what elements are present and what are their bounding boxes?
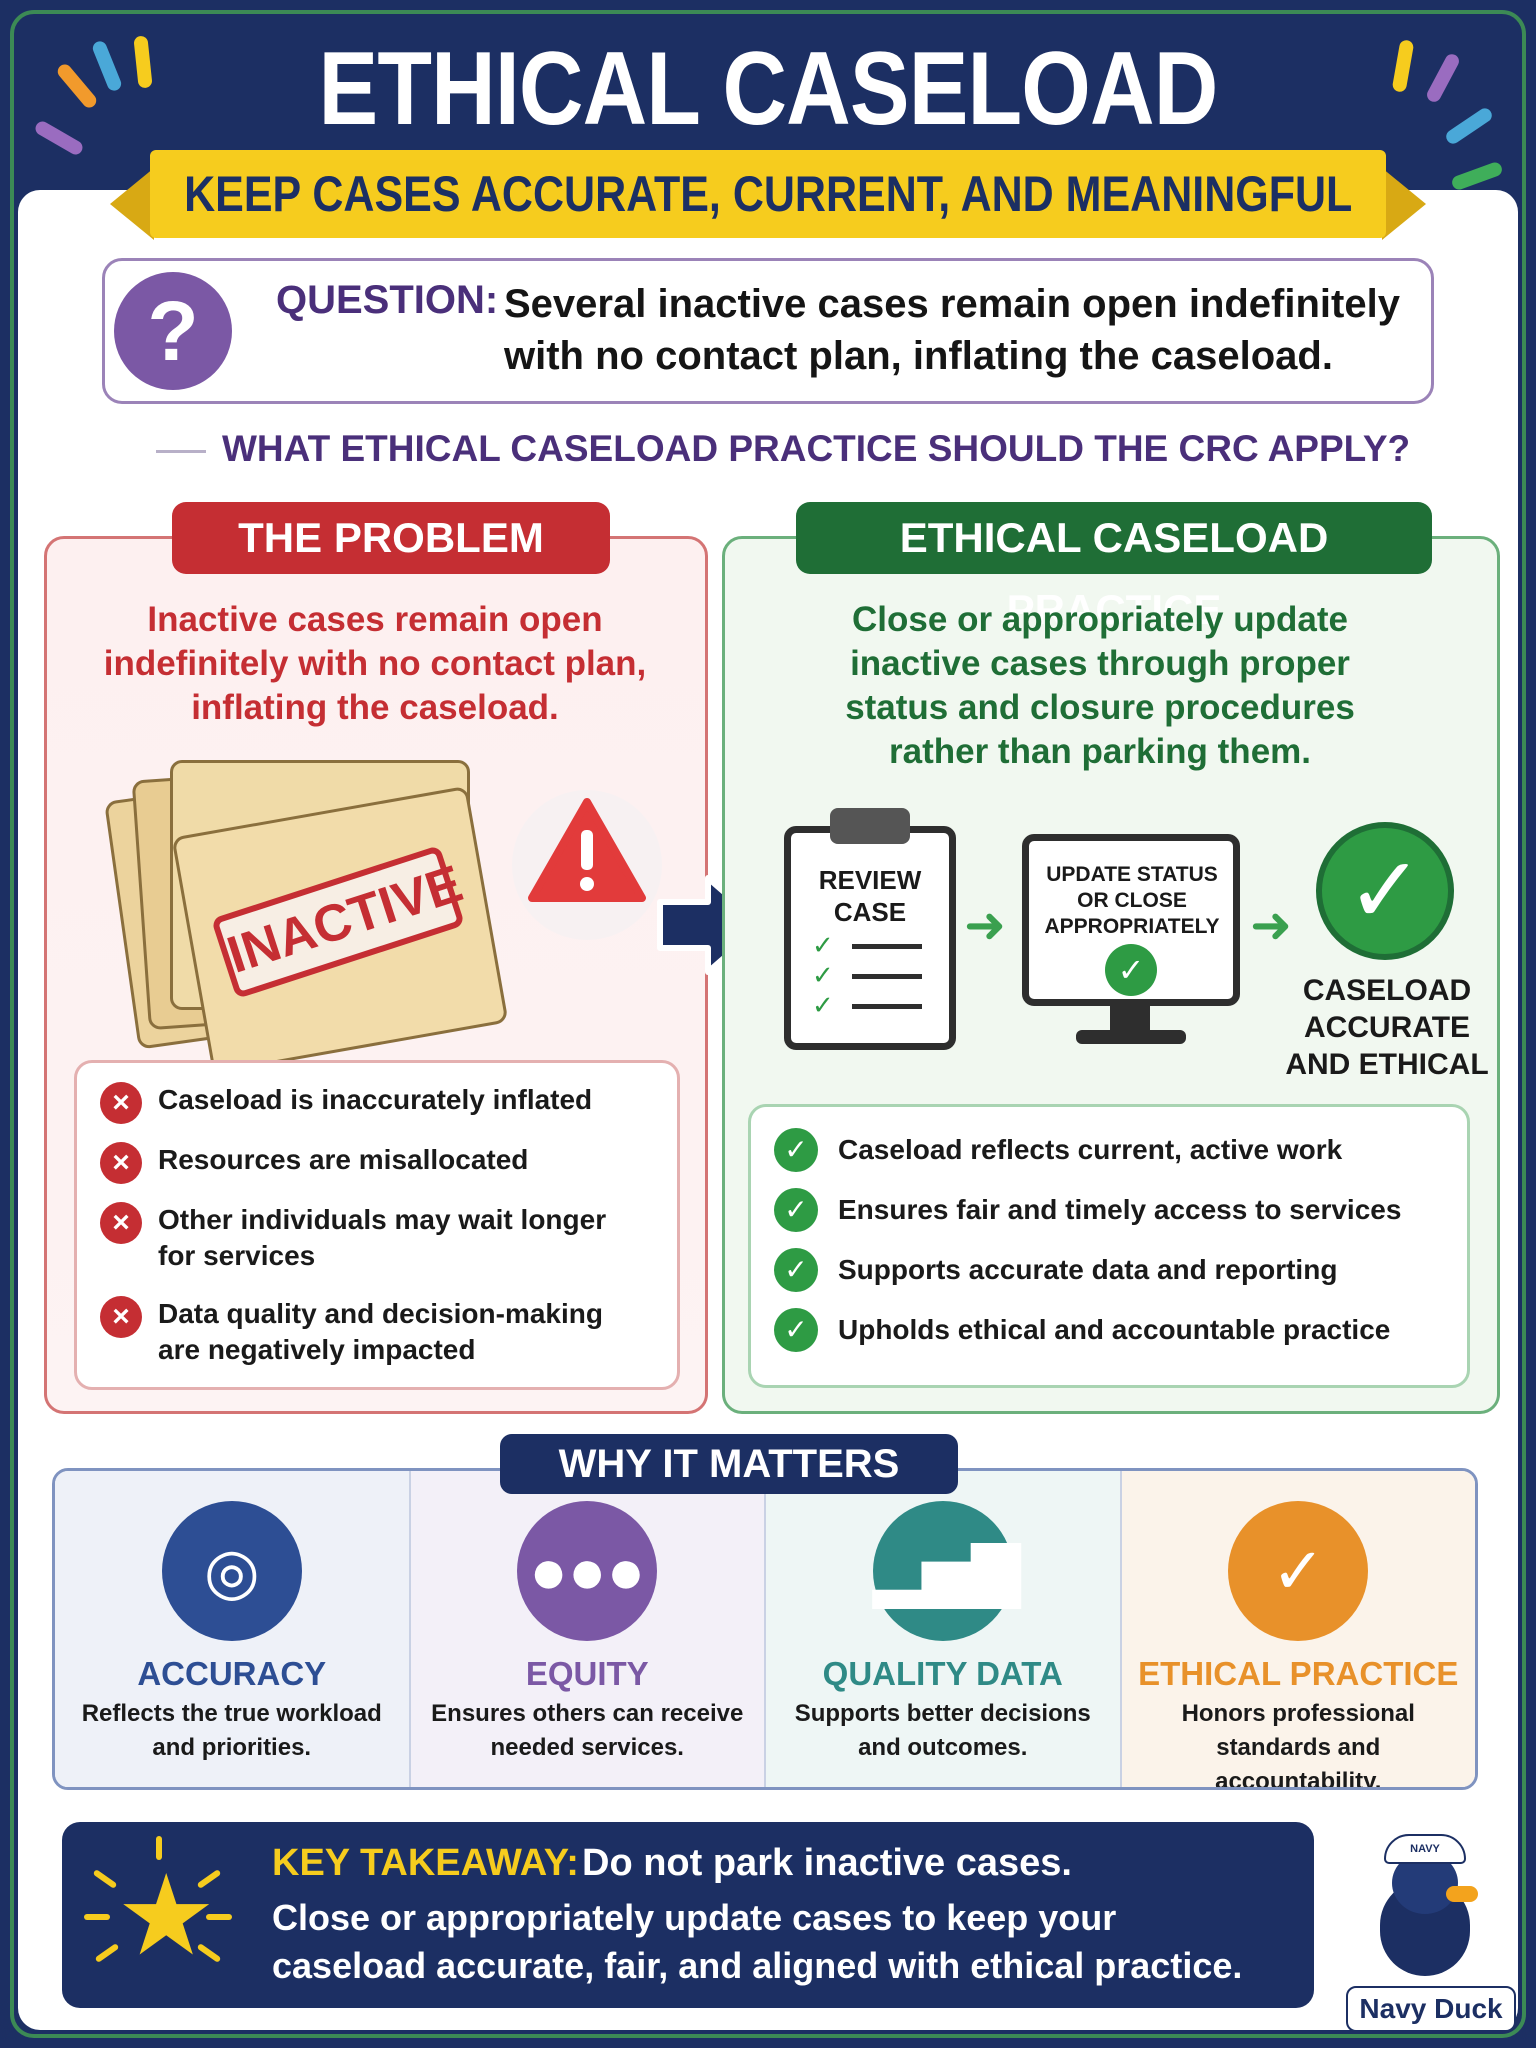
why-description: Reflects the true workload and prioritie… (81, 1700, 382, 1761)
warning-icon (528, 798, 646, 902)
takeaway-text: Close or appropriately update cases to k… (272, 1897, 1243, 1986)
benefit-text: Ensures fair and timely access to servic… (838, 1194, 1402, 1225)
check-circle-icon: ✓ (774, 1188, 818, 1232)
check-circle-icon: ✓ (774, 1248, 818, 1292)
page-subtitle: KEEP CASES ACCURATE, CURRENT, AND MEANIN… (183, 166, 1353, 222)
check-circle-icon: ✓ (774, 1308, 818, 1352)
question-mark-icon: ? (114, 272, 232, 390)
takeaway-label: KEY TAKEAWAY: (272, 1842, 579, 1884)
list-item: × Data quality and decision-making are n… (100, 1296, 628, 1368)
star-ray (84, 1914, 110, 1920)
benefit-text: Supports accurate data and reporting (838, 1254, 1338, 1285)
duck-mascot-icon: NAVY (1370, 1830, 1480, 1980)
consequence-text: Other individuals may wait longer for se… (158, 1204, 607, 1271)
target-icon: ◎ (161, 1501, 302, 1641)
problem-heading: THE PROBLEM (172, 502, 610, 574)
why-description: Supports better decisions and outcomes. (794, 1700, 1091, 1761)
check-circle-icon: ✓ (1105, 944, 1157, 996)
checklist-line (852, 944, 922, 949)
arrow-right-icon: ➜ (964, 897, 1006, 953)
why-title: ACCURACY (137, 1655, 327, 1692)
why-description: Honors professional standards and accoun… (1181, 1700, 1415, 1790)
prompt-divider (156, 450, 206, 453)
question-label: QUESTION: (276, 278, 499, 322)
check-icon: ✓ (812, 930, 834, 960)
check-circle-icon: ✓ (1316, 822, 1454, 960)
why-title: EQUITY (525, 1655, 649, 1692)
check-circle-icon: ✓ (774, 1128, 818, 1172)
problem-description: Inactive cases remain open indefinitely … (103, 600, 647, 727)
why-item-quality-data: ▂▅▇ QUALITY DATA Supports better decisio… (766, 1471, 1122, 1787)
ribbon-tail-right (1382, 168, 1426, 240)
star-ray (206, 1914, 232, 1920)
star-icon: ★ (116, 1853, 217, 1978)
clipboard-clip (830, 808, 910, 844)
list-item: × Caseload is inaccurately inflated (100, 1082, 628, 1124)
why-description: Ensures others can receive needed servic… (431, 1700, 744, 1761)
step-update-label: UPDATE STATUS OR CLOSE APPROPRIATELY (1044, 863, 1220, 938)
list-item: ✓ Supports accurate data and reporting (774, 1248, 1337, 1292)
monitor-stand (1110, 1006, 1150, 1032)
subtitle-ribbon: KEEP CASES ACCURATE, CURRENT, AND MEANIN… (150, 150, 1386, 238)
benefit-text: Caseload reflects current, active work (838, 1134, 1343, 1165)
people-icon: ●●● (517, 1501, 658, 1641)
consequence-text: Caseload is inaccurately inflated (158, 1084, 593, 1115)
checklist-line (852, 1004, 922, 1009)
star-ray (156, 1836, 162, 1860)
why-heading: WHY IT MATTERS (500, 1434, 958, 1494)
step-result-label: CASELOAD ACCURATE AND ETHICAL (1285, 974, 1489, 1081)
why-it-matters: ◎ ACCURACY Reflects the true workload an… (52, 1468, 1478, 1790)
x-circle-icon: × (100, 1202, 142, 1244)
x-circle-icon: × (100, 1082, 142, 1124)
question-prompt: WHAT ETHICAL CASELOAD PRACTICE SHOULD TH… (222, 428, 1411, 469)
why-title: QUALITY DATA (822, 1655, 1063, 1692)
practice-heading: ETHICAL CASELOAD PRACTICE (796, 502, 1432, 633)
list-item: × Other individuals may wait longer for … (100, 1202, 628, 1274)
question-text: Several inactive cases remain open indef… (504, 282, 1400, 378)
monitor-base (1076, 1030, 1186, 1044)
benefits-list (748, 1104, 1470, 1388)
arrow-right-icon: ➜ (1250, 897, 1292, 953)
benefit-text: Upholds ethical and accountable practice (838, 1314, 1391, 1345)
question-box (102, 258, 1434, 404)
why-title: ETHICAL PRACTICE (1138, 1655, 1459, 1692)
shield-check-icon: ✓ (1228, 1501, 1369, 1641)
practice-description: Close or appropriately update inactive c… (845, 600, 1355, 771)
consequences-list (74, 1060, 680, 1390)
key-takeaway-box (62, 1822, 1314, 2008)
list-item: ✓ Ensures fair and timely access to serv… (774, 1188, 1401, 1232)
why-item-equity: ●●● EQUITY Ensures others can receive ne… (410, 1471, 766, 1787)
x-circle-icon: × (100, 1142, 142, 1184)
check-icon: ✓ (812, 960, 834, 990)
mascot-name: Navy Duck (1346, 1986, 1516, 2032)
why-item-ethical-practice: ✓ ETHICAL PRACTICE Honors professional s… (1121, 1471, 1475, 1790)
list-item: ✓ Caseload reflects current, active work (774, 1128, 1342, 1172)
why-item-accuracy: ◎ ACCURACY Reflects the true workload an… (55, 1471, 411, 1787)
consequence-text: Resources are misallocated (158, 1144, 529, 1175)
ribbon-tail-left (110, 168, 154, 240)
list-item: ✓ Upholds ethical and accountable practi… (774, 1308, 1390, 1352)
list-item: × Resources are misallocated (100, 1142, 628, 1184)
checklist-line (852, 974, 922, 979)
consequence-text: Data quality and decision-making are neg… (158, 1298, 603, 1365)
takeaway-headline: Do not park inactive cases. (582, 1842, 1072, 1884)
clipboard-icon (784, 826, 956, 1050)
check-icon: ✓ (812, 990, 834, 1020)
step-review-label: REVIEW CASE (818, 865, 922, 927)
x-circle-icon: × (100, 1296, 142, 1338)
bar-chart-icon: ▂▅▇ (872, 1501, 1020, 1641)
mascot-hat-text: NAVY (1384, 1834, 1466, 1864)
